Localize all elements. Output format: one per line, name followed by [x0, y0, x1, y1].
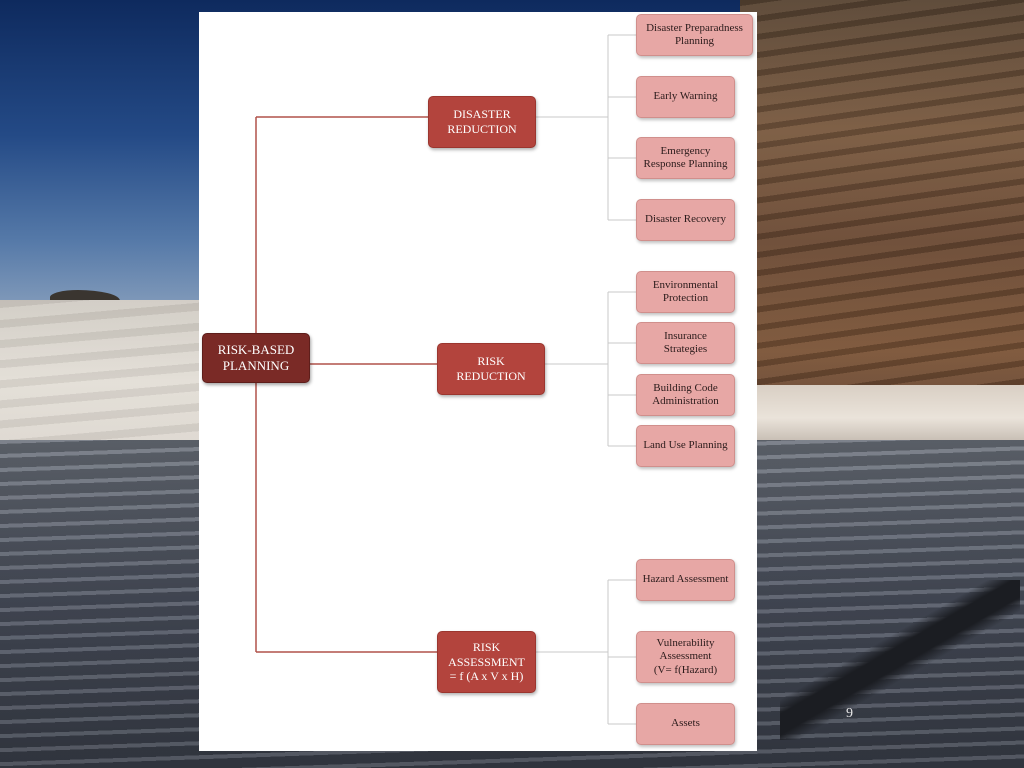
leaf-node-land-use-planning: Land Use Planning [636, 425, 735, 467]
cliff-snow [740, 385, 1024, 440]
leaf-node-disaster-preparedness: Disaster Preparadness Planning [636, 14, 753, 56]
leaf-node-building-code: Building Code Administration [636, 374, 735, 416]
leaf-connector [545, 291, 636, 447]
leaf-connector [536, 34, 636, 221]
branch-node-disaster-reduction: DISASTER REDUCTION [428, 96, 536, 148]
leaf-node-environmental-protection: Environmental Protection [636, 271, 735, 313]
root-node-risk-based-planning: RISK-BASED PLANNING [202, 333, 310, 383]
leaf-node-assets: Assets [636, 703, 735, 745]
branch-node-risk-assessment: RISK ASSESSMENT = f (A x V x H) [437, 631, 536, 693]
leaf-node-emergency-response: Emergency Response Planning [636, 137, 735, 179]
leaf-node-vulnerability-assessment: Vulnerability Assessment (V= f(Hazard) [636, 631, 735, 683]
leaf-connector [536, 579, 636, 725]
cliff-face [740, 0, 1024, 440]
leaf-node-insurance-strategies: Insurance Strategies [636, 322, 735, 364]
leaf-node-hazard-assessment: Hazard Assessment [636, 559, 735, 601]
ice-crack [780, 580, 1020, 740]
leaf-node-early-warning: Early Warning [636, 76, 735, 118]
leaf-node-disaster-recovery: Disaster Recovery [636, 199, 735, 241]
page-number: 9 [846, 706, 853, 721]
branch-node-risk-reduction: RISK REDUCTION [437, 343, 545, 395]
